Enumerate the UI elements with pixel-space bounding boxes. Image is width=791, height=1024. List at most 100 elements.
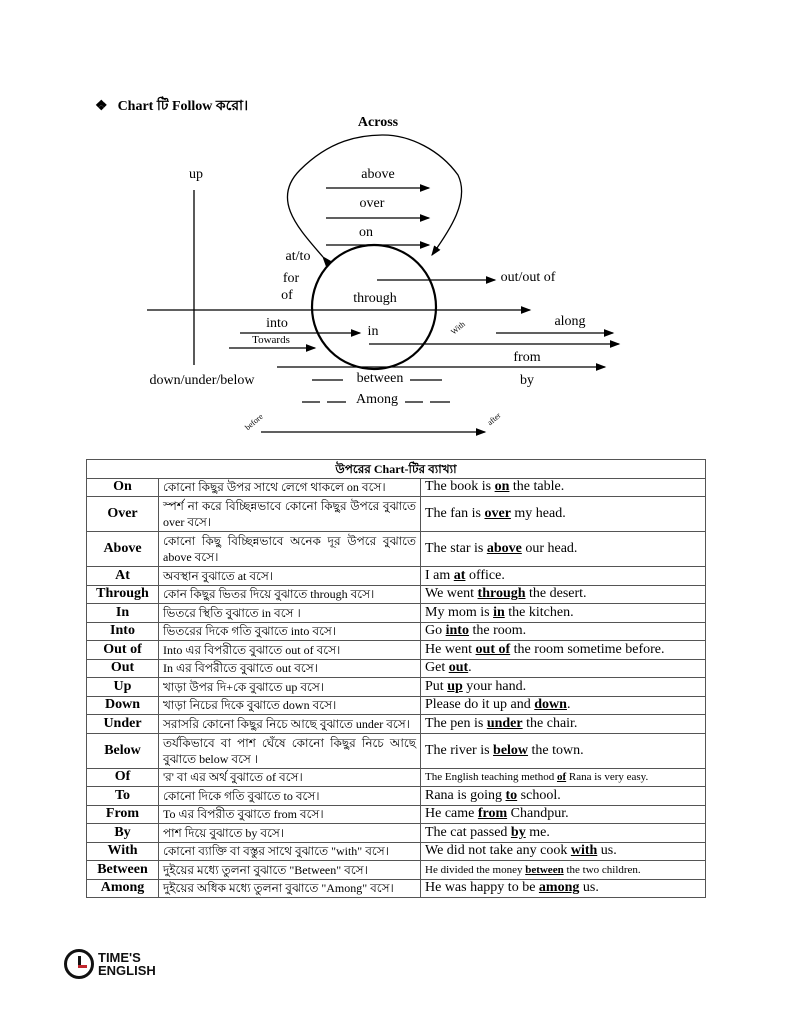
example-pre: The English teaching method	[425, 771, 557, 784]
preposition-word: With	[86, 841, 159, 861]
bengali-explanation: দুইয়ের অধিক মধ্যে তুলনা বুঝাতে "Among" …	[158, 878, 421, 898]
example-keyword: at	[453, 567, 466, 583]
table-row: Of 'র' বা এর অর্থ বুঝাতে of বসে। The Eng…	[86, 767, 706, 787]
example-keyword: with	[570, 843, 598, 859]
example-sentence: Rana is going to school.	[420, 786, 706, 806]
label-between: between	[356, 371, 404, 386]
circle-object	[310, 243, 438, 371]
example-pre: Get	[425, 660, 449, 676]
example-keyword: through	[477, 586, 526, 602]
example-sentence: We did not take any cook with us.	[420, 841, 706, 861]
table-row: Out In এর বিপরীতে বুঝাতে out বসে। Get ou…	[86, 658, 706, 678]
label-of: of	[281, 288, 293, 303]
example-keyword: between	[525, 863, 564, 876]
example-pre: We went	[425, 586, 478, 602]
example-keyword: by	[510, 824, 526, 840]
example-sentence: The book is on the table.	[420, 477, 706, 497]
preposition-word: To	[86, 786, 159, 806]
example-pre: Put	[425, 678, 448, 694]
preposition-word: Into	[86, 621, 159, 641]
example-post: Rana is very easy.	[566, 771, 649, 784]
label-out-of: out/out of	[500, 270, 556, 285]
example-sentence: He divided the money between the two chi…	[420, 860, 706, 880]
example-post: the kitchen.	[504, 604, 574, 620]
preposition-word: Down	[86, 695, 159, 715]
example-pre: The book is	[425, 479, 495, 495]
preposition-word: By	[86, 823, 159, 843]
example-sentence: The fan is over my head.	[420, 496, 706, 532]
across-curve	[286, 134, 463, 267]
label-in: in	[367, 324, 379, 339]
example-sentence: The pen is under the chair.	[420, 714, 706, 734]
bullet-icon: ❖	[95, 99, 108, 114]
example-keyword: under	[486, 715, 523, 731]
label-on: on	[359, 225, 373, 240]
example-sentence: The river is below the town.	[420, 732, 706, 769]
logo-line2: ENGLISH	[98, 963, 156, 978]
example-post: us.	[579, 880, 599, 896]
label-by: by	[520, 373, 534, 388]
preposition-word: From	[86, 804, 159, 824]
example-keyword: into	[445, 623, 469, 639]
table-row: At অবস্থান বুঝাতে at বসে। I am at office…	[86, 566, 706, 586]
example-pre: The star is	[425, 541, 487, 556]
bengali-explanation: কোনো দিকে গতি বুঝাতে to বসে।	[158, 786, 421, 806]
table-row: Through কোন কিছুর ভিতর দিয়ে বুঝাতে thro…	[86, 584, 706, 604]
label-over: over	[359, 196, 385, 211]
example-post: your hand.	[462, 678, 527, 694]
table-row: Down খাড়া নিচের দিকে বুঝাতে down বসে। P…	[86, 695, 706, 715]
example-post: the room sometime before.	[510, 641, 665, 657]
example-sentence: Get out.	[420, 658, 706, 678]
example-pre: Rana is going	[425, 787, 506, 803]
label-into: into	[266, 316, 288, 331]
table-row: Above কোনো কিছু বিচ্ছিন্নভাবে অনেক দূর উ…	[86, 531, 706, 567]
bengali-explanation: কোনো কিছু বিচ্ছিন্নভাবে অনেক দূর উপরে বু…	[158, 531, 421, 567]
table-row: With কোনো ব্যাক্তি বা বস্তুর সাথে বুঝাতে…	[86, 841, 706, 861]
preposition-word: On	[86, 477, 159, 497]
table-row: Below তর্যকিভাবে বা পাশ ঘেঁষে কোনো কিছুর…	[86, 732, 706, 769]
example-sentence: I am at office.	[420, 566, 706, 586]
label-towards: Towards	[252, 334, 290, 346]
example-keyword: up	[447, 678, 463, 694]
preposition-word: Under	[86, 714, 159, 734]
example-keyword: on	[494, 479, 510, 495]
example-sentence: The English teaching method of Rana is v…	[420, 767, 706, 787]
example-pre: The pen is	[425, 715, 487, 731]
example-post: our head.	[521, 541, 578, 556]
example-keyword: below	[493, 742, 529, 758]
bengali-explanation: তর্যকিভাবে বা পাশ ঘেঁষে কোনো কিছুর নিচে …	[158, 732, 421, 769]
example-sentence: Put up your hand.	[420, 677, 706, 697]
example-sentence: The cat passed by me.	[420, 823, 706, 843]
preposition-table: উপরের Chart-টির ব্যাখ্যা On কোনো কিছুর উ…	[86, 459, 706, 898]
example-post: the town.	[528, 742, 584, 758]
bengali-explanation: 'র' বা এর অর্থ বুঝাতে of বসে।	[158, 767, 421, 787]
table-row: Out of Into এর বিপরীতে বুঝাতে out of বসে…	[86, 640, 706, 660]
logo-line1: TIME'S	[98, 950, 141, 965]
example-post: the chair.	[522, 715, 578, 731]
example-sentence: We went through the desert.	[420, 584, 706, 604]
table-row: Between দুইয়ের মধ্যে তুলনা বুঝাতে "Betw…	[86, 860, 706, 880]
example-post: .	[468, 660, 472, 676]
example-pre: The river is	[425, 742, 494, 758]
example-pre: He went	[425, 641, 476, 657]
preposition-diagram: Across up above over on at/to for of thr…	[0, 0, 791, 450]
label-down-under-below: down/under/below	[149, 373, 255, 388]
example-pre: We did not take any cook	[425, 843, 571, 859]
example-keyword: down	[534, 697, 567, 713]
example-pre: He was happy to be	[425, 880, 539, 896]
label-through: through	[353, 291, 397, 306]
example-post: .	[566, 697, 571, 713]
table-row: On কোনো কিছুর উপর সাথে লেগে থাকলে on বসে…	[86, 477, 706, 497]
bengali-explanation: Into এর বিপরীতে বুঝাতে out of বসে।	[158, 640, 421, 660]
label-among: Among	[356, 392, 398, 407]
example-keyword: in	[493, 604, 505, 620]
heading-text: Chart টি Follow করো।	[117, 99, 249, 114]
example-pre: I am	[425, 567, 454, 583]
example-post: me.	[525, 824, 550, 840]
example-post: my head.	[510, 506, 566, 521]
preposition-word: Through	[86, 584, 159, 604]
example-keyword: to	[505, 787, 518, 803]
example-keyword: out of	[475, 641, 511, 657]
table-row: By পাশ দিয়ে বুঝাতে by বসে। The cat pass…	[86, 823, 706, 843]
bengali-explanation: To এর বিপরীত বুঝাতে from বসে।	[158, 804, 421, 824]
